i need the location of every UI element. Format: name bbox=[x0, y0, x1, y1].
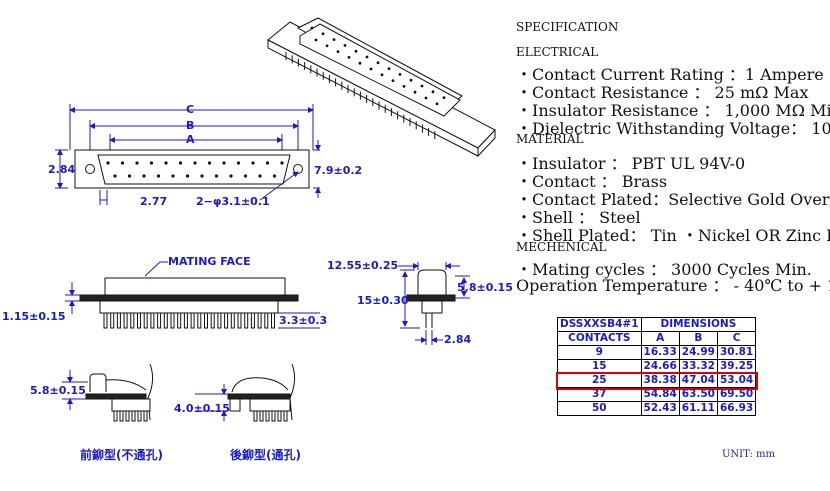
table-cell-b: 61.11 bbox=[678, 401, 718, 416]
electrical-item: ・Contact Current Rating ：1 Ampere bbox=[516, 65, 824, 84]
dim-115-label: 1.15±0.15 bbox=[2, 310, 66, 323]
operation-temperature: Operation Temperature ： - 40℃ to + 105℃ bbox=[516, 276, 830, 295]
table-cell-a: 16.33 bbox=[640, 345, 680, 360]
dimensions-header: DIMENSIONS bbox=[640, 317, 757, 332]
mechanical-item: ・Mating cycles ： 3000 Cycles Min. bbox=[516, 260, 812, 279]
dim-c-label: C bbox=[186, 103, 195, 116]
table-cell-b: 47.04 bbox=[678, 373, 718, 388]
rear-rivet-view bbox=[195, 363, 296, 422]
table-subheader-row: CONTACTS A B C bbox=[557, 331, 757, 346]
table-cell-b: 63.50 bbox=[678, 387, 718, 402]
dim-58-side-label: 5.8±0.15 bbox=[457, 281, 513, 294]
dim-33-label: 3.3±0.3 bbox=[279, 314, 328, 327]
table-cell-c: 39.25 bbox=[716, 359, 757, 374]
dim-hole-label: 2−φ3.1±0.1 bbox=[196, 195, 270, 208]
end-view bbox=[398, 262, 470, 345]
rear-rivet-caption: 後鉚型(通孔) bbox=[230, 448, 301, 462]
spec-title: SPECIFICATION bbox=[516, 20, 619, 34]
side-view bbox=[65, 261, 320, 329]
electrical-item: ・Insulator Resistance ： 1,000 MΩ Min bbox=[516, 101, 830, 120]
front-rivet-caption: 前鉚型(不通孔) bbox=[80, 448, 163, 462]
dim-284-label: 2.84 bbox=[48, 163, 76, 176]
table-cell-c: 69.50 bbox=[716, 387, 757, 402]
table-cell-b: 33.32 bbox=[678, 359, 718, 374]
table-cell-a: 52.43 bbox=[640, 401, 680, 416]
connector-3d-view bbox=[267, 17, 496, 158]
material-heading: MATERIAL bbox=[516, 132, 584, 146]
electrical-item: ・Contact Resistance ： 25 mΩ Max bbox=[516, 83, 809, 102]
electrical-item: ・Dielectric Withstanding Voltage： 1000 V… bbox=[516, 119, 830, 138]
dim-277-label: 2.77 bbox=[140, 195, 168, 208]
material-item: ・Contact ： Brass bbox=[516, 172, 668, 191]
table-cell-contacts: 25 bbox=[557, 373, 642, 388]
dim-284-side-label: 2.84 bbox=[444, 333, 472, 346]
unit-label: UNIT: mm bbox=[722, 449, 775, 460]
col-a-header: A bbox=[640, 331, 680, 346]
dim-a-label: A bbox=[186, 133, 195, 146]
contacts-header: CONTACTS bbox=[557, 331, 642, 346]
col-b-header: B bbox=[678, 331, 718, 346]
dim-1255-label: 12.55±0.25 bbox=[327, 259, 399, 272]
table-cell-contacts: 9 bbox=[557, 345, 642, 360]
front-view bbox=[55, 104, 321, 205]
col-c-header: C bbox=[716, 331, 757, 346]
material-item: ・Contact Plated：Selective Gold Over Copp… bbox=[516, 190, 830, 209]
table-cell-contacts: 37 bbox=[557, 387, 642, 402]
mating-face-label: MATING FACE bbox=[168, 255, 251, 268]
table-cell-c: 30.81 bbox=[716, 345, 757, 360]
material-item: ・Insulator ： PBT UL 94V-0 bbox=[516, 154, 746, 173]
dim-79-label: 7.9±0.2 bbox=[314, 164, 363, 177]
table-cell-contacts: 15 bbox=[557, 359, 642, 374]
electrical-heading: ELECTRICAL bbox=[516, 45, 599, 59]
material-item: ・Shell ： Steel bbox=[516, 208, 641, 227]
front-rivet-view bbox=[62, 363, 154, 422]
dim-40-label: 4.0±0.15 bbox=[174, 402, 230, 415]
mechanical-heading: MECHENICAL bbox=[516, 240, 607, 254]
table-cell-c: 66.93 bbox=[716, 401, 757, 416]
table-header-row: DSSXXSB4#1 DIMENSIONS bbox=[557, 317, 757, 332]
table-cell-a: 38.38 bbox=[640, 373, 680, 388]
dim-15-label: 15±0.30 bbox=[357, 294, 409, 307]
table-cell-contacts: 50 bbox=[557, 401, 642, 416]
table-cell-a: 54.84 bbox=[640, 387, 680, 402]
part-number-cell: DSSXXSB4#1 bbox=[557, 317, 642, 332]
material-item: ・Shell Plated： Tin ・Nickel OR Zinc Plate… bbox=[516, 226, 830, 245]
dim-58-bottom-label: 5.8±0.15 bbox=[30, 384, 86, 397]
table-cell-a: 24.66 bbox=[640, 359, 680, 374]
table-cell-b: 24.99 bbox=[678, 345, 718, 360]
dim-b-label: B bbox=[186, 119, 195, 132]
table-cell-c: 53.04 bbox=[716, 373, 757, 388]
